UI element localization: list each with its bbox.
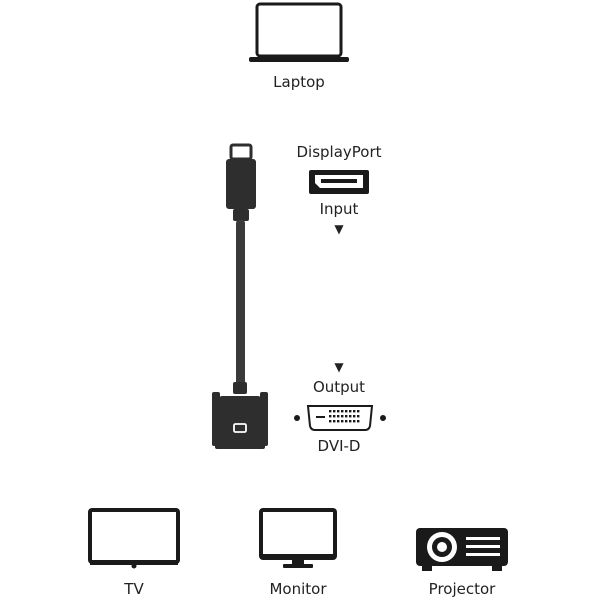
displayport-port-icon: [308, 169, 370, 195]
displayport-label: DisplayPort: [296, 143, 382, 161]
output-arrow-icon: ▼: [334, 360, 344, 374]
tv-label: TV: [124, 580, 144, 598]
dvi-port-icon: [292, 404, 388, 432]
dvi-plug-icon: [209, 382, 271, 452]
input-arrow-icon: ▼: [334, 222, 344, 236]
monitor-icon: [259, 508, 337, 570]
projector-icon: [414, 524, 510, 572]
dvi-d-label: DVI-D: [317, 437, 361, 455]
output-label: Output: [312, 378, 366, 396]
monitor-label: Monitor: [269, 580, 327, 598]
displayport-plug-icon: [224, 142, 258, 222]
tv-icon: [88, 508, 180, 570]
cable-wire: [236, 220, 245, 388]
laptop-label: Laptop: [273, 73, 325, 91]
laptop-icon: [246, 2, 352, 64]
projector-label: Projector: [428, 580, 496, 598]
input-label: Input: [319, 200, 359, 218]
